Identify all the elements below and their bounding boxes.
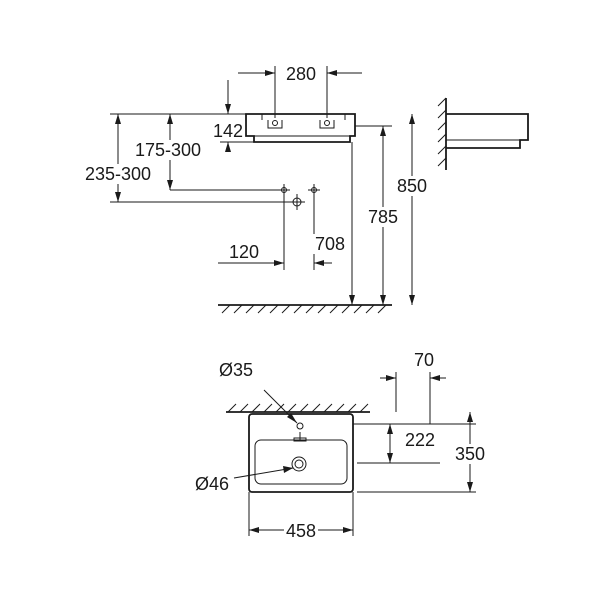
rim-height-dimension: 785 (365, 126, 401, 305)
tap-spacing-label: 280 (286, 64, 316, 84)
bowl-offset-dimension: 222 (387, 424, 438, 463)
wall-projection-label: 70 (414, 350, 434, 370)
side-wall-hatch (437, 97, 447, 167)
waste-height-dimension: 235-300 (82, 114, 296, 203)
supply-height-dimension: 175-300 (132, 114, 284, 191)
wall-projection-dimension: 70 (380, 350, 446, 424)
basin-plan-outline (248, 413, 354, 493)
bottom-height-label: 708 (315, 234, 345, 254)
side-view (437, 97, 529, 170)
basin-side-profile (446, 113, 529, 149)
depth-label: 350 (455, 444, 485, 464)
overflow-hole: Ø35 (216, 360, 304, 430)
width-dimension: 458 (248, 492, 354, 541)
overall-height-label: 850 (397, 176, 427, 196)
overflow-diameter-label: Ø35 (219, 360, 253, 380)
supply-offset-dimension: 120 (218, 196, 332, 270)
rim-to-hole-label: 142 (213, 121, 243, 141)
tap-hole: Ø46 (192, 456, 307, 494)
rim-height-label: 785 (368, 207, 398, 227)
floor-hatch (221, 304, 387, 314)
waste-height-label: 235-300 (85, 164, 151, 184)
tap-hole-diameter-label: Ø46 (195, 474, 229, 494)
plan-wall-hatch (227, 403, 369, 413)
supply-height-label: 175-300 (135, 140, 201, 160)
overall-height-dimension: 850 (394, 114, 430, 305)
wall-fittings (278, 184, 320, 210)
depth-dimension: 350 (452, 412, 488, 492)
bowl-offset-label: 222 (405, 430, 435, 450)
supply-offset-label: 120 (229, 242, 259, 262)
rim-to-hole-dimension: 142 (210, 80, 246, 152)
basin-front (245, 113, 356, 143)
bottom-height-dimension: 708 (312, 142, 355, 305)
tap-spacing-dimension: 280 (238, 64, 362, 118)
plan-view: Ø35 Ø46 458 70 (192, 350, 488, 541)
front-elevation: 280 142 175-300 235-300 (82, 64, 430, 314)
width-label: 458 (286, 521, 316, 541)
